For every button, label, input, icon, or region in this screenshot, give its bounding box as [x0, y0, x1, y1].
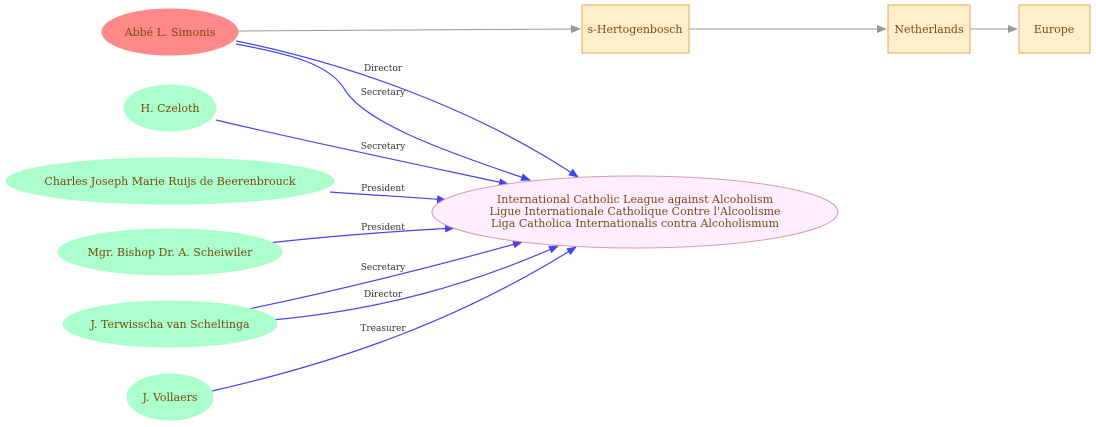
edge-labels: Director Secretary Secretary President P…: [360, 64, 406, 334]
node-shape: [101, 8, 239, 56]
node-scheiwiler[interactable]: Mgr. Bishop Dr. A. Scheiwiler: [57, 228, 283, 276]
node-shape: [581, 4, 690, 54]
edge-label-vollaers-treasurer: Treasurer: [360, 324, 406, 334]
node-shape: [126, 373, 214, 421]
node-label: Europe: [1034, 23, 1075, 36]
edge-vollaers-treasurer: [211, 246, 577, 392]
node-netherlands[interactable]: Netherlands: [887, 4, 971, 54]
node-simonis[interactable]: Abbé L. Simonis: [101, 8, 239, 56]
edge-scheiwiler-president: [267, 224, 455, 244]
node-czeloth[interactable]: H. Czeloth: [123, 84, 217, 132]
node-label: Mgr. Bishop Dr. A. Scheiwiler: [88, 246, 253, 259]
edge-label-terwisscha-director: Director: [364, 290, 403, 300]
edge-simonis-secretary: [235, 43, 531, 181]
node-shape: [57, 228, 283, 276]
node-label: Abbé L. Simonis: [124, 26, 216, 39]
edge-simonis-hertogenbosch: [237, 25, 581, 34]
edge-simonis-director: [235, 40, 579, 178]
node-shape: [431, 175, 839, 249]
node-label: J. Terwisscha van Scheltinga: [89, 318, 250, 331]
node-label-line-3: Liga Catholica Internationalis contra Al…: [491, 217, 780, 230]
node-vollaers[interactable]: J. Vollaers: [126, 373, 214, 421]
edge-label-ruijs-president: President: [361, 184, 405, 194]
edge-terwisscha-secretary: [243, 240, 523, 311]
node-shape: [887, 4, 971, 54]
edge-label-simonis-director: Director: [364, 64, 403, 74]
node-label: Charles Joseph Marie Ruijs de Beerenbrou…: [44, 175, 296, 188]
node-europe[interactable]: Europe: [1018, 4, 1091, 54]
edge-ruijs-president: [329, 191, 447, 204]
edge-label-scheiwiler-president: President: [361, 223, 405, 233]
node-label: H. Czeloth: [141, 102, 200, 115]
node-label: J. Vollaers: [141, 391, 197, 404]
node-shape: [1018, 4, 1091, 54]
node-shape: [5, 157, 335, 205]
node-terwisscha[interactable]: J. Terwisscha van Scheltinga: [62, 300, 278, 348]
node-label: s-Hertogenbosch: [588, 23, 683, 36]
node-label-line-2: Ligue Internationale Catholique Contre l…: [489, 205, 780, 218]
node-hertogenbosch[interactable]: s-Hertogenbosch: [581, 4, 690, 54]
node-shape: [123, 84, 217, 132]
edge-label-terwisscha-secretary: Secretary: [361, 263, 406, 273]
edge-czeloth-secretary: [215, 119, 509, 187]
edge-label-czeloth-secretary: Secretary: [361, 142, 406, 152]
node-ruijs[interactable]: Charles Joseph Marie Ruijs de Beerenbrou…: [5, 157, 335, 205]
role-edges: [211, 40, 579, 392]
node-label: Netherlands: [894, 23, 964, 36]
node-label-line-1: International Catholic League against Al…: [497, 193, 774, 206]
edge-label-simonis-secretary: Secretary: [361, 88, 406, 98]
node-shape: [62, 300, 278, 348]
node-league[interactable]: International Catholic League against Al…: [431, 175, 839, 249]
place-edges: [237, 25, 1018, 34]
edge-terwisscha-director: [271, 245, 559, 321]
